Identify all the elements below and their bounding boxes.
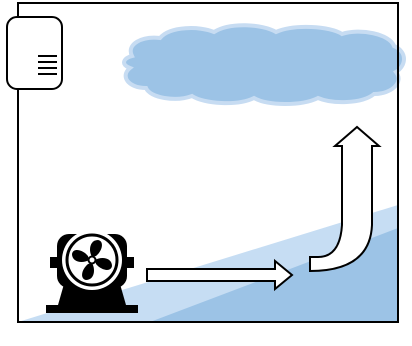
menu-icon <box>38 55 57 75</box>
fan-blade <box>72 250 89 262</box>
fan-hub <box>87 255 97 265</box>
right-arrow <box>146 258 294 292</box>
fan-side-right <box>124 257 134 268</box>
curved-up-arrow <box>309 125 382 273</box>
fan-grille-ring <box>65 233 119 287</box>
fan-icon <box>46 230 138 313</box>
fan-blades <box>72 240 112 280</box>
fan-stand <box>58 284 126 305</box>
fan-blade <box>90 240 102 257</box>
fan-blade <box>82 263 94 280</box>
menu-button[interactable] <box>6 16 63 90</box>
cloud-shape <box>122 23 406 106</box>
fan-side-left <box>50 257 60 268</box>
menu-tab <box>6 16 63 90</box>
diagram-frame <box>17 2 399 323</box>
fan-blade <box>95 258 112 270</box>
fan-base <box>46 305 138 313</box>
cloud <box>122 23 406 106</box>
